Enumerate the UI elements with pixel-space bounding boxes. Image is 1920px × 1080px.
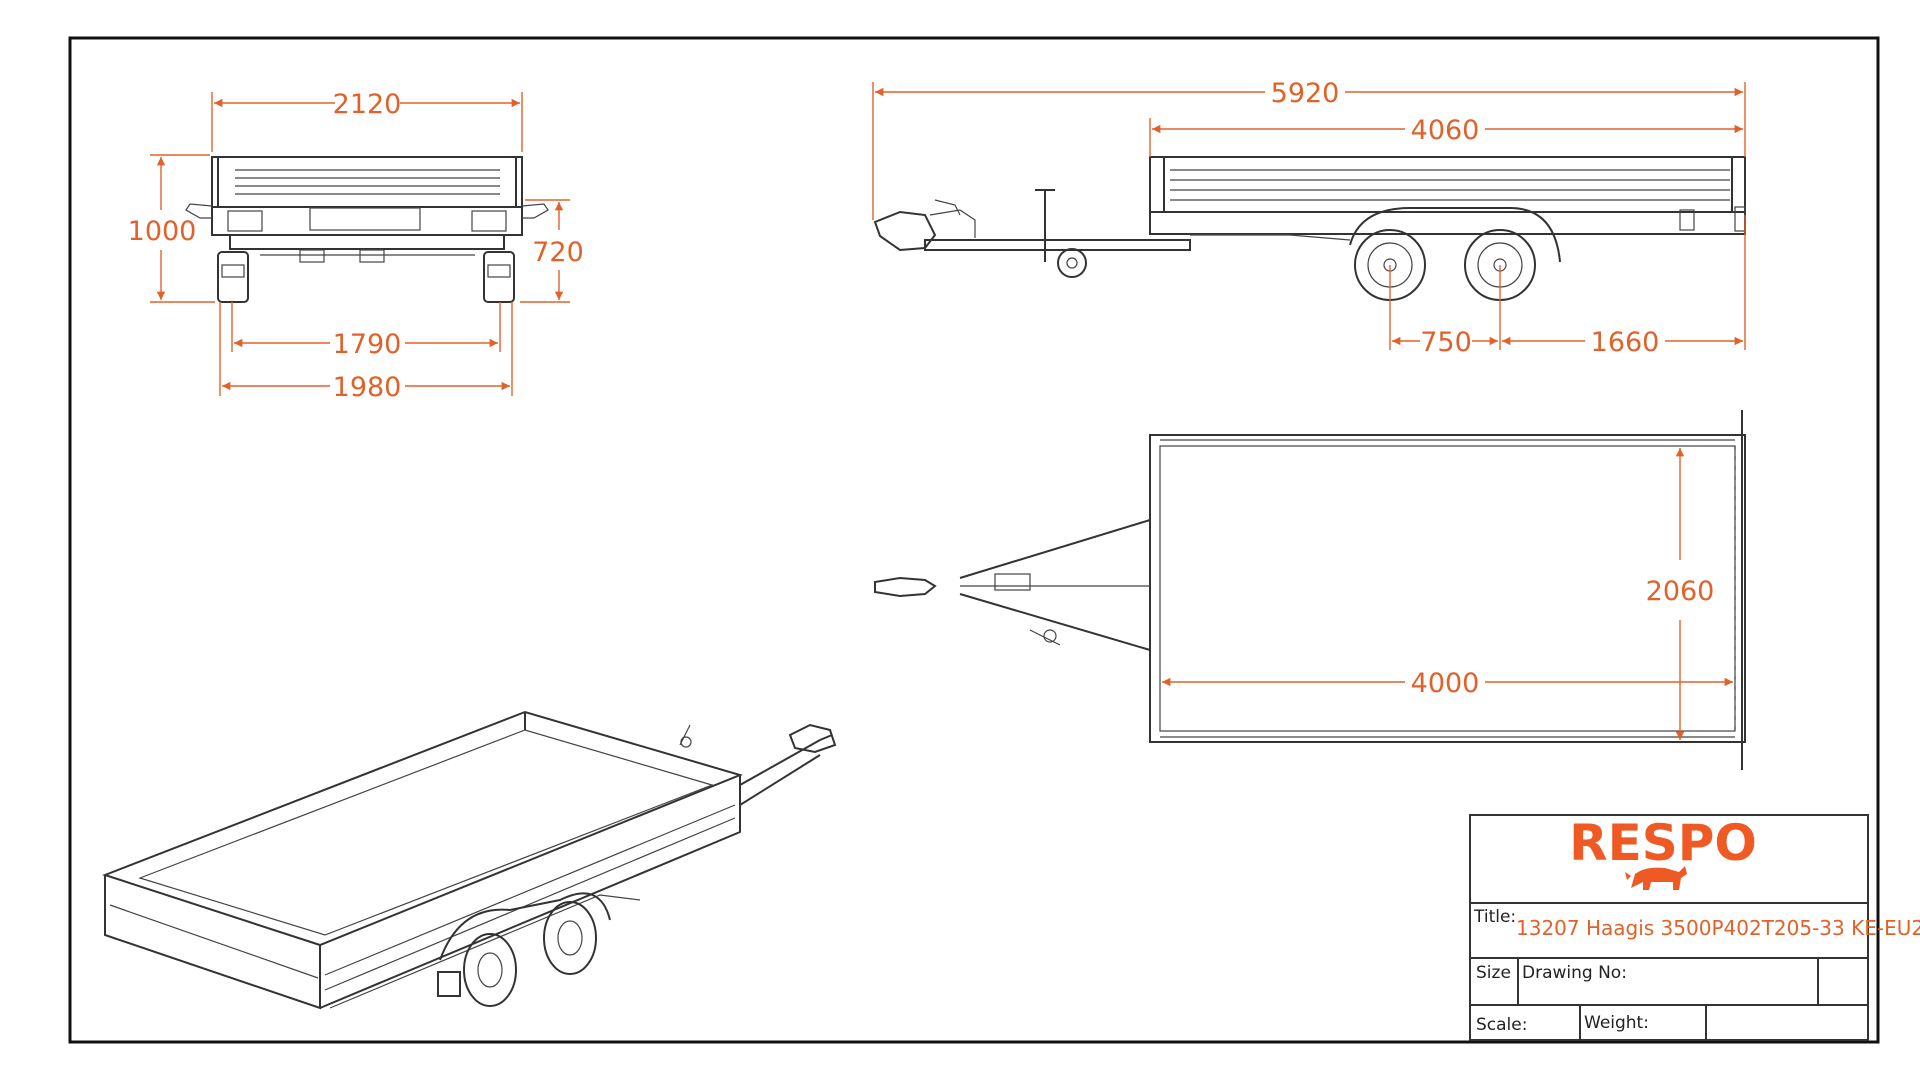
company-logo-text: RESPO (1569, 814, 1757, 872)
dim-rear-width-top: 2120 (333, 89, 402, 120)
size-label: Size (1476, 963, 1511, 983)
dim-rear-inner-track: 1790 (333, 329, 402, 360)
drawing-no-label: Drawing No: (1522, 963, 1627, 983)
rear-view: 2120 1000 720 1790 1980 (128, 89, 584, 403)
weight-label: Weight: (1584, 1013, 1649, 1033)
dim-side-length-total: 5920 (1271, 78, 1340, 109)
dim-top-inner-width: 2060 (1646, 576, 1715, 607)
top-view: 2060 4000 (874, 410, 1746, 770)
dim-side-axle-spacing: 750 (1420, 327, 1472, 358)
bull-icon (1625, 866, 1687, 890)
title-block: RESPO Title: 13207 Haagis 3500P402T205-3… (1469, 814, 1920, 1041)
dim-side-rear-overhang: 1660 (1591, 327, 1660, 358)
dim-side-box-length: 4060 (1411, 115, 1480, 146)
dim-rear-height-total: 1000 (128, 216, 197, 247)
scale-label: Scale: (1476, 1015, 1527, 1035)
isometric-view (102, 710, 837, 1010)
title-value: 13207 Haagis 3500P402T205-33 KE-EU2 (1516, 916, 1920, 940)
dim-top-inner-length: 4000 (1411, 668, 1480, 699)
side-view: 5920 4060 750 1660 (872, 78, 1746, 358)
drawing-frame (68, 36, 1880, 1044)
dim-rear-outer-track: 1980 (333, 372, 402, 403)
title-label: Title: (1473, 907, 1516, 927)
dim-rear-height-side: 720 (532, 237, 584, 268)
